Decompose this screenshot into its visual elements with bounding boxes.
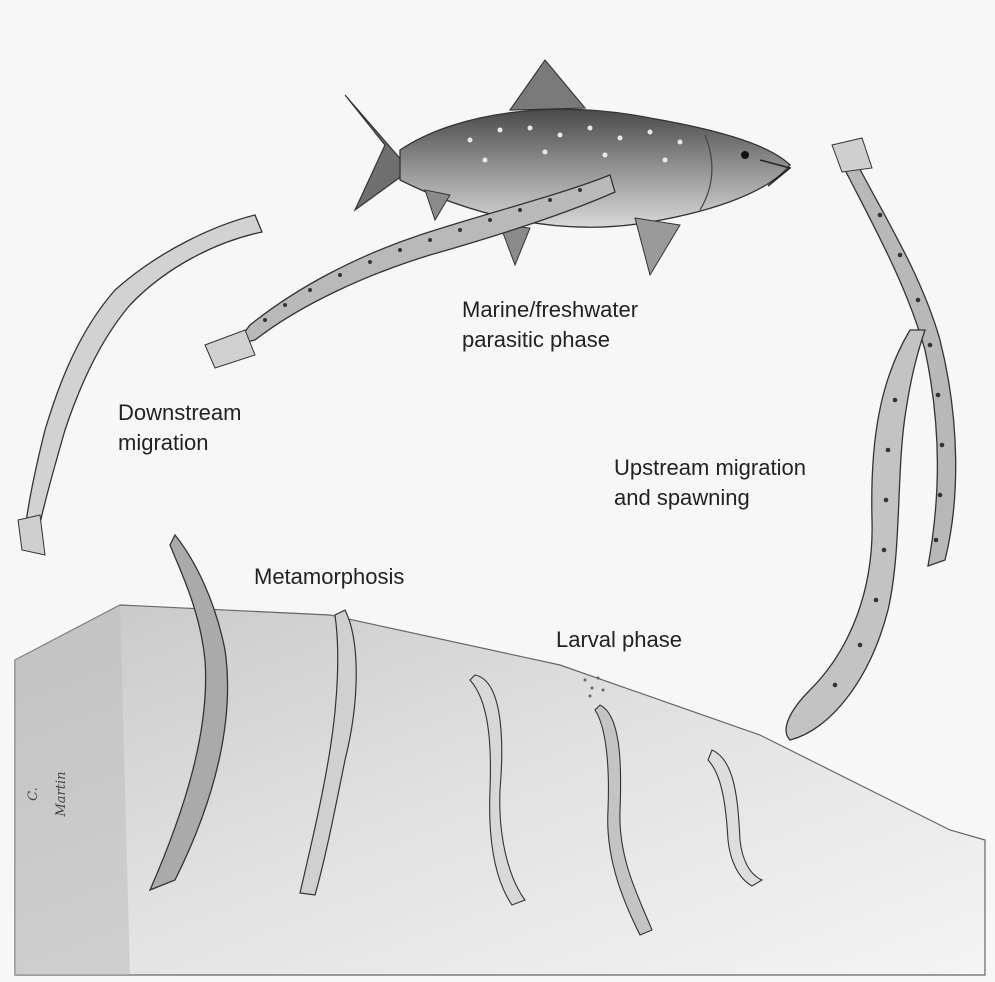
- parasitic-phase-label-line-1: Marine/freshwater: [462, 295, 638, 325]
- metamorphosis-label: Metamorphosis: [254, 562, 404, 592]
- downstream-lamprey: [18, 215, 262, 555]
- parasitic-phase-label: Marine/freshwater parasitic phase: [462, 295, 638, 355]
- upstream-lamprey-2: [786, 330, 925, 740]
- upstream-migration-label-line-2: and spawning: [614, 483, 806, 513]
- upstream-migration-label-line-1: Upstream migration: [614, 453, 806, 483]
- artist-signature: C. Martin: [20, 764, 48, 824]
- downstream-migration-label-line-1: Downstream: [118, 398, 241, 428]
- upstream-migration-label: Upstream migration and spawning: [614, 453, 806, 513]
- parasitic-phase-label-line-2: parasitic phase: [462, 325, 638, 355]
- downstream-migration-label-line-2: migration: [118, 428, 241, 458]
- larval-phase-label: Larval phase: [556, 625, 682, 655]
- downstream-migration-label: Downstream migration: [118, 398, 241, 458]
